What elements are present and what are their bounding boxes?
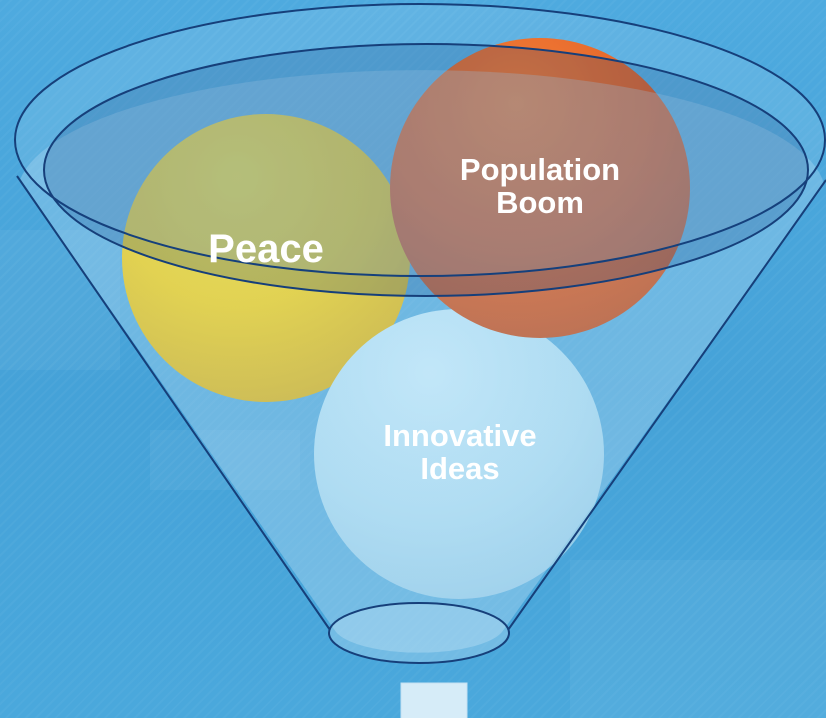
innovative-ideas-line-1: Innovative: [383, 418, 537, 453]
innovative-ideas-label: Innovative Ideas: [360, 419, 560, 486]
peace-label: Peace: [208, 227, 324, 271]
funnel-rim-outer: [14, 3, 826, 277]
funnel-spout: [400, 682, 468, 718]
population-boom-label: Population Boom: [440, 153, 640, 220]
funnel-neck: [328, 602, 510, 664]
population-boom-line-2: Boom: [496, 185, 584, 221]
population-boom-line-1: Population: [459, 152, 621, 187]
innovative-ideas-line-2: Ideas: [420, 451, 500, 487]
funnel-rim-inner: [43, 43, 809, 297]
background-tile: [570, 560, 826, 718]
funnel-outline: [16, 175, 826, 631]
funnel-body: [20, 70, 824, 653]
